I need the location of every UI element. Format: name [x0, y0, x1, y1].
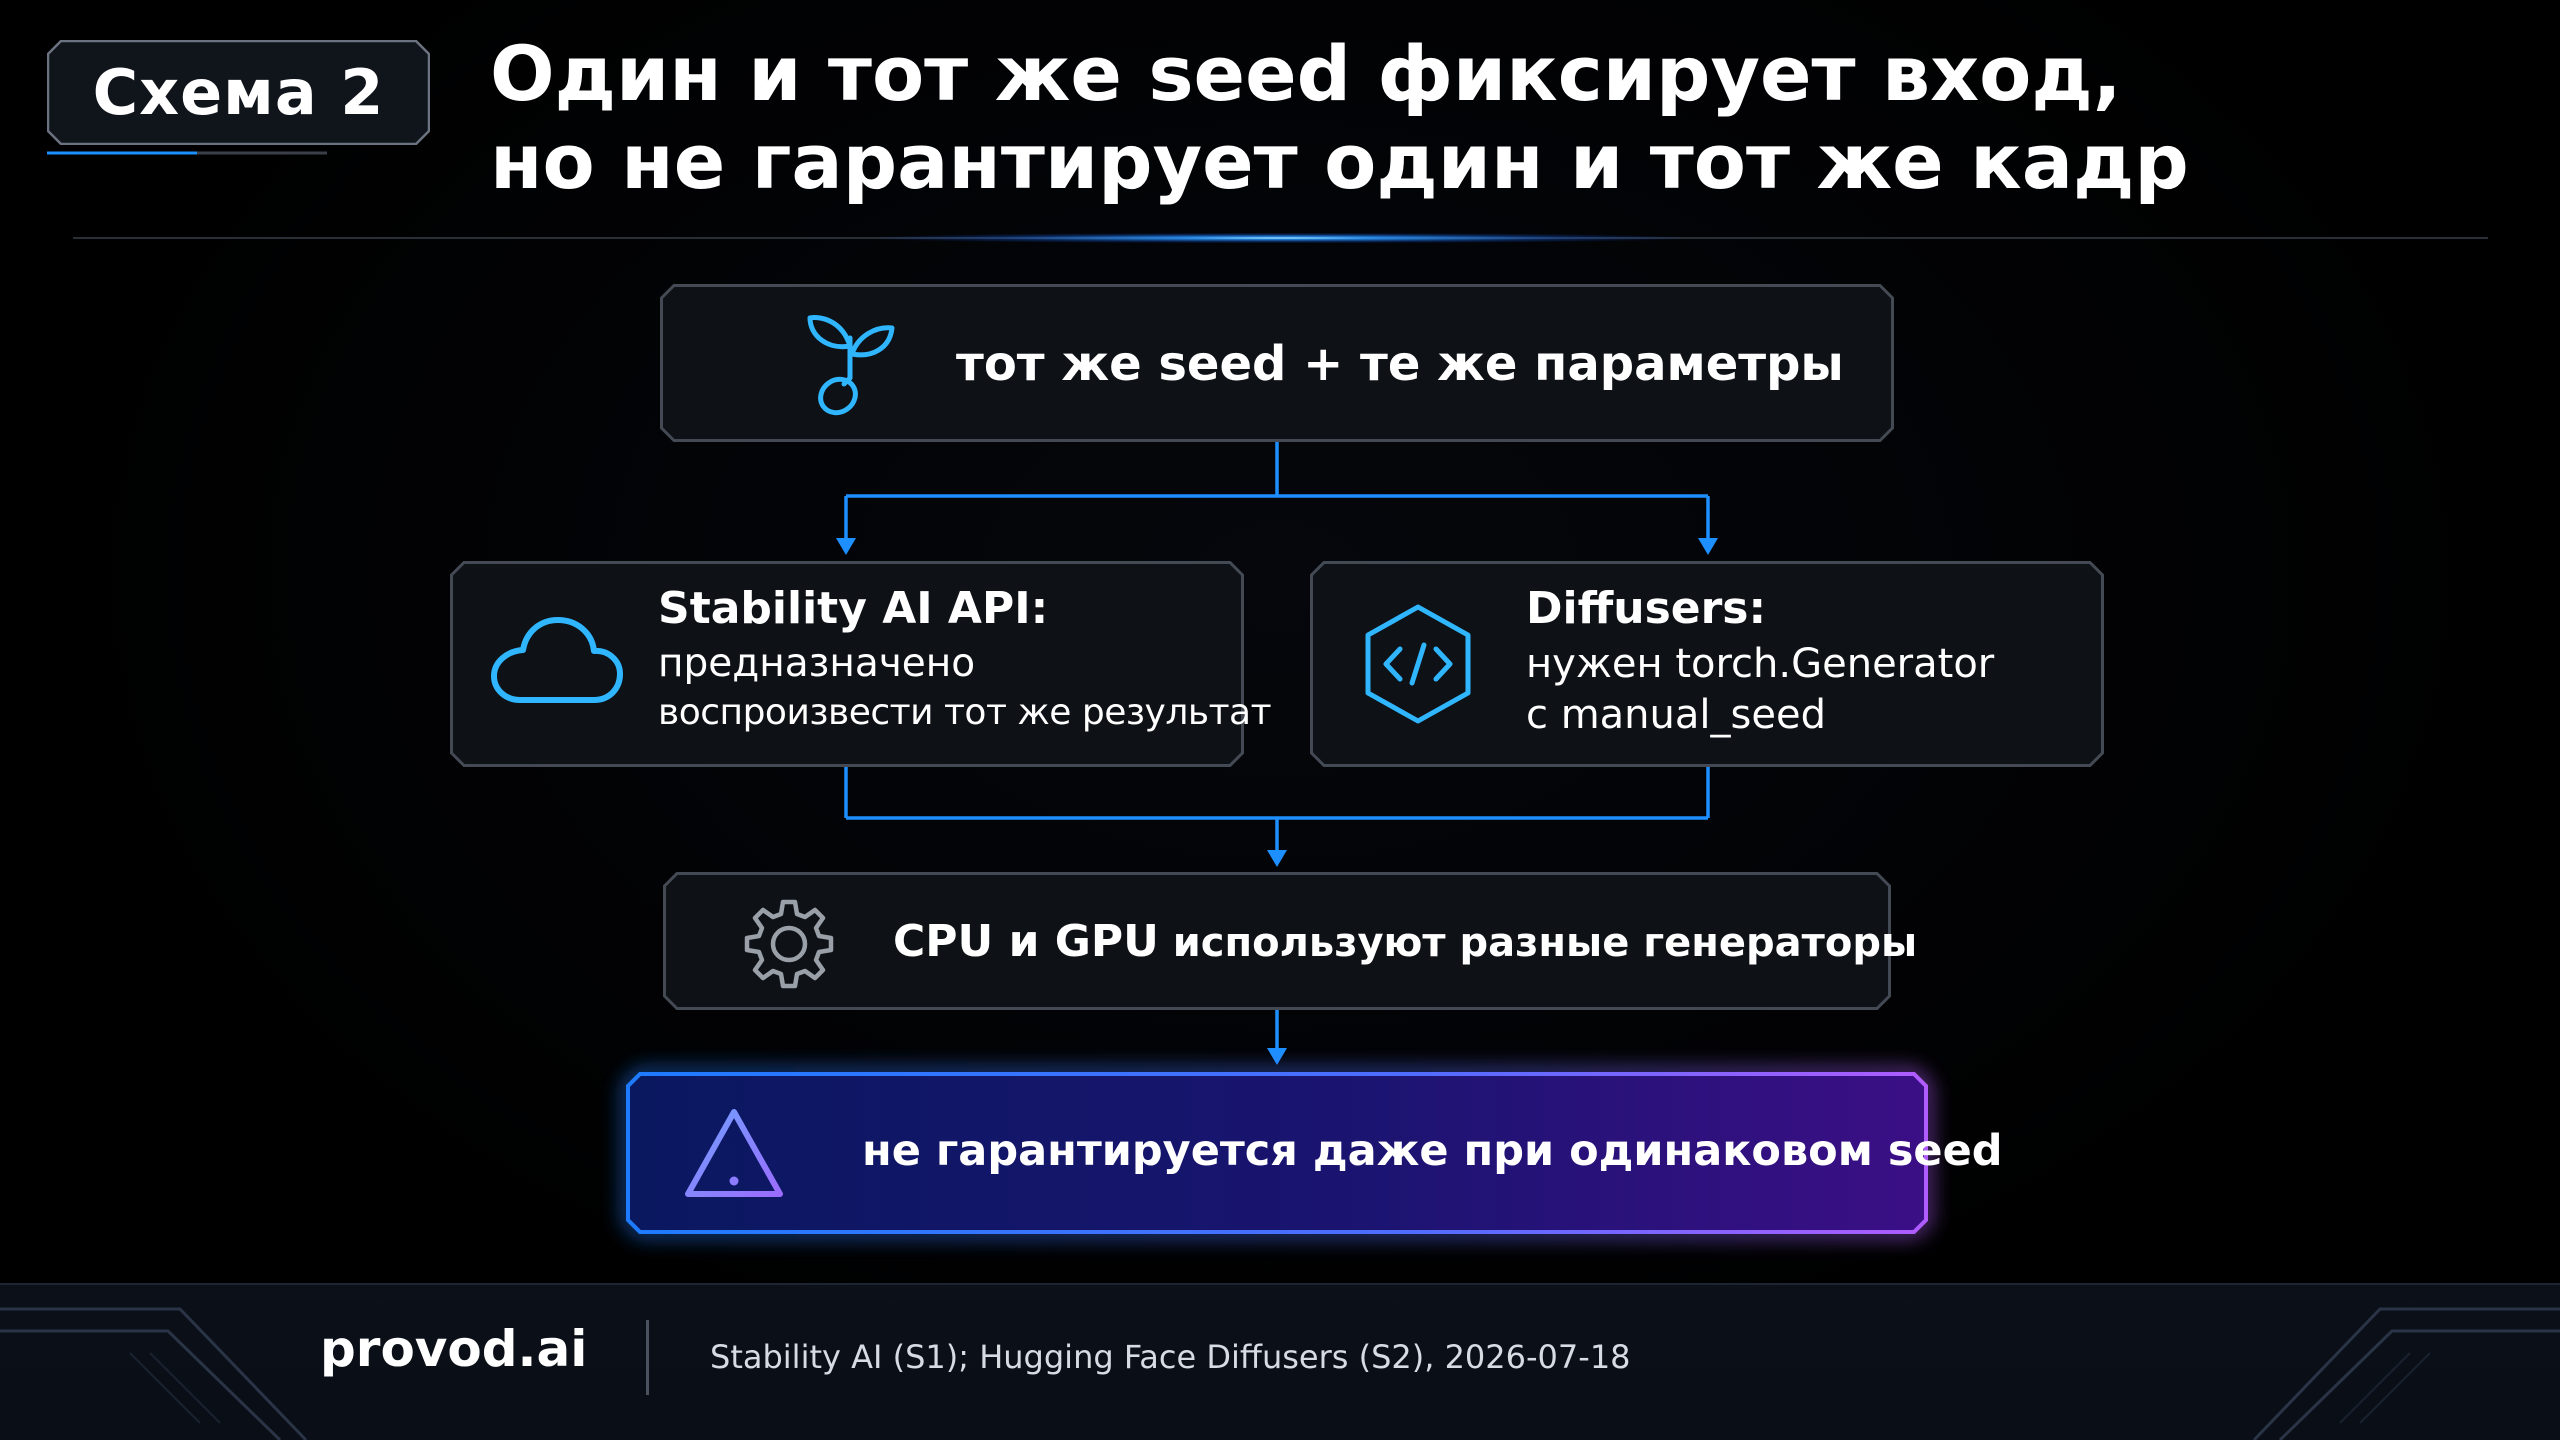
- box-stability-title: Stability AI API:: [658, 583, 1049, 634]
- header-divider-glow: [880, 233, 1680, 243]
- arrow-to-middle: [1267, 850, 1287, 867]
- arrow-to-left: [836, 538, 856, 555]
- arrow-to-right: [1698, 538, 1718, 555]
- arrow-to-bottom: [1267, 1048, 1287, 1065]
- badge-frame: [47, 40, 430, 145]
- title-line-1: Один и тот же seed фиксирует вход,: [490, 29, 2122, 118]
- box-frame: [450, 561, 1244, 767]
- box-same-seed-label: тот же seed + те же параметры: [956, 336, 1844, 392]
- box-frame: [1310, 561, 2104, 767]
- gear-icon: [741, 896, 837, 996]
- box-diffusers-line1: нужен torch.Generator: [1526, 641, 1995, 687]
- scheme-badge: Схема 2: [47, 40, 430, 145]
- box-stability-api: Stability AI API: предназначено воспроиз…: [450, 561, 1272, 767]
- box-cpu-gpu-strong: CPU и GPU: [893, 916, 1159, 967]
- box-diffusers-line2: с manual_seed: [1526, 692, 1826, 738]
- page-title: Один и тот же seed фиксирует вход, но не…: [490, 30, 2470, 206]
- footer-bar: [0, 1283, 2560, 1440]
- cloud-icon: [490, 616, 624, 710]
- box-frame: [660, 284, 1894, 442]
- box-cpu-gpu: CPU и GPU используют разные генераторы: [663, 872, 1917, 1010]
- sprout-icon: [800, 308, 900, 422]
- box-stability-line1: предназначено: [658, 641, 976, 686]
- source-citation: Stability AI (S1); Hugging Face Diffuser…: [710, 1338, 1631, 1376]
- warning-triangle-icon: [682, 1106, 786, 1206]
- badge-underline: [47, 151, 327, 155]
- box-not-guaranteed-label: не гарантируется даже при одинаковом see…: [862, 1126, 2003, 1176]
- box-diffusers: Diffusers: нужен torch.Generator с manua…: [1310, 561, 2104, 767]
- badge-label: Схема 2: [92, 56, 385, 129]
- code-hexagon-icon: [1362, 603, 1474, 729]
- box-frame: [624, 1070, 1930, 1236]
- footer-decoration: [0, 1307, 2560, 1440]
- title-line-2: но не гарантирует один и тот же кадр: [490, 117, 2189, 206]
- box-diffusers-title: Diffusers:: [1526, 583, 1767, 634]
- box-cpu-gpu-label: CPU и GPU используют разные генераторы: [893, 916, 1917, 967]
- box-stability-line2: воспроизвести тот же результат: [658, 692, 1272, 733]
- footer-top-line: [0, 1283, 2560, 1285]
- box-frame: [663, 872, 1891, 1010]
- footer-divider: [646, 1320, 649, 1395]
- brand-logo-text[interactable]: provod.ai: [320, 1320, 588, 1378]
- box-same-seed: тот же seed + те же параметры: [660, 284, 1894, 442]
- box-cpu-gpu-rest: используют разные генераторы: [1158, 920, 1918, 966]
- box-not-guaranteed: не гарантируется даже при одинаковом see…: [624, 1070, 2003, 1236]
